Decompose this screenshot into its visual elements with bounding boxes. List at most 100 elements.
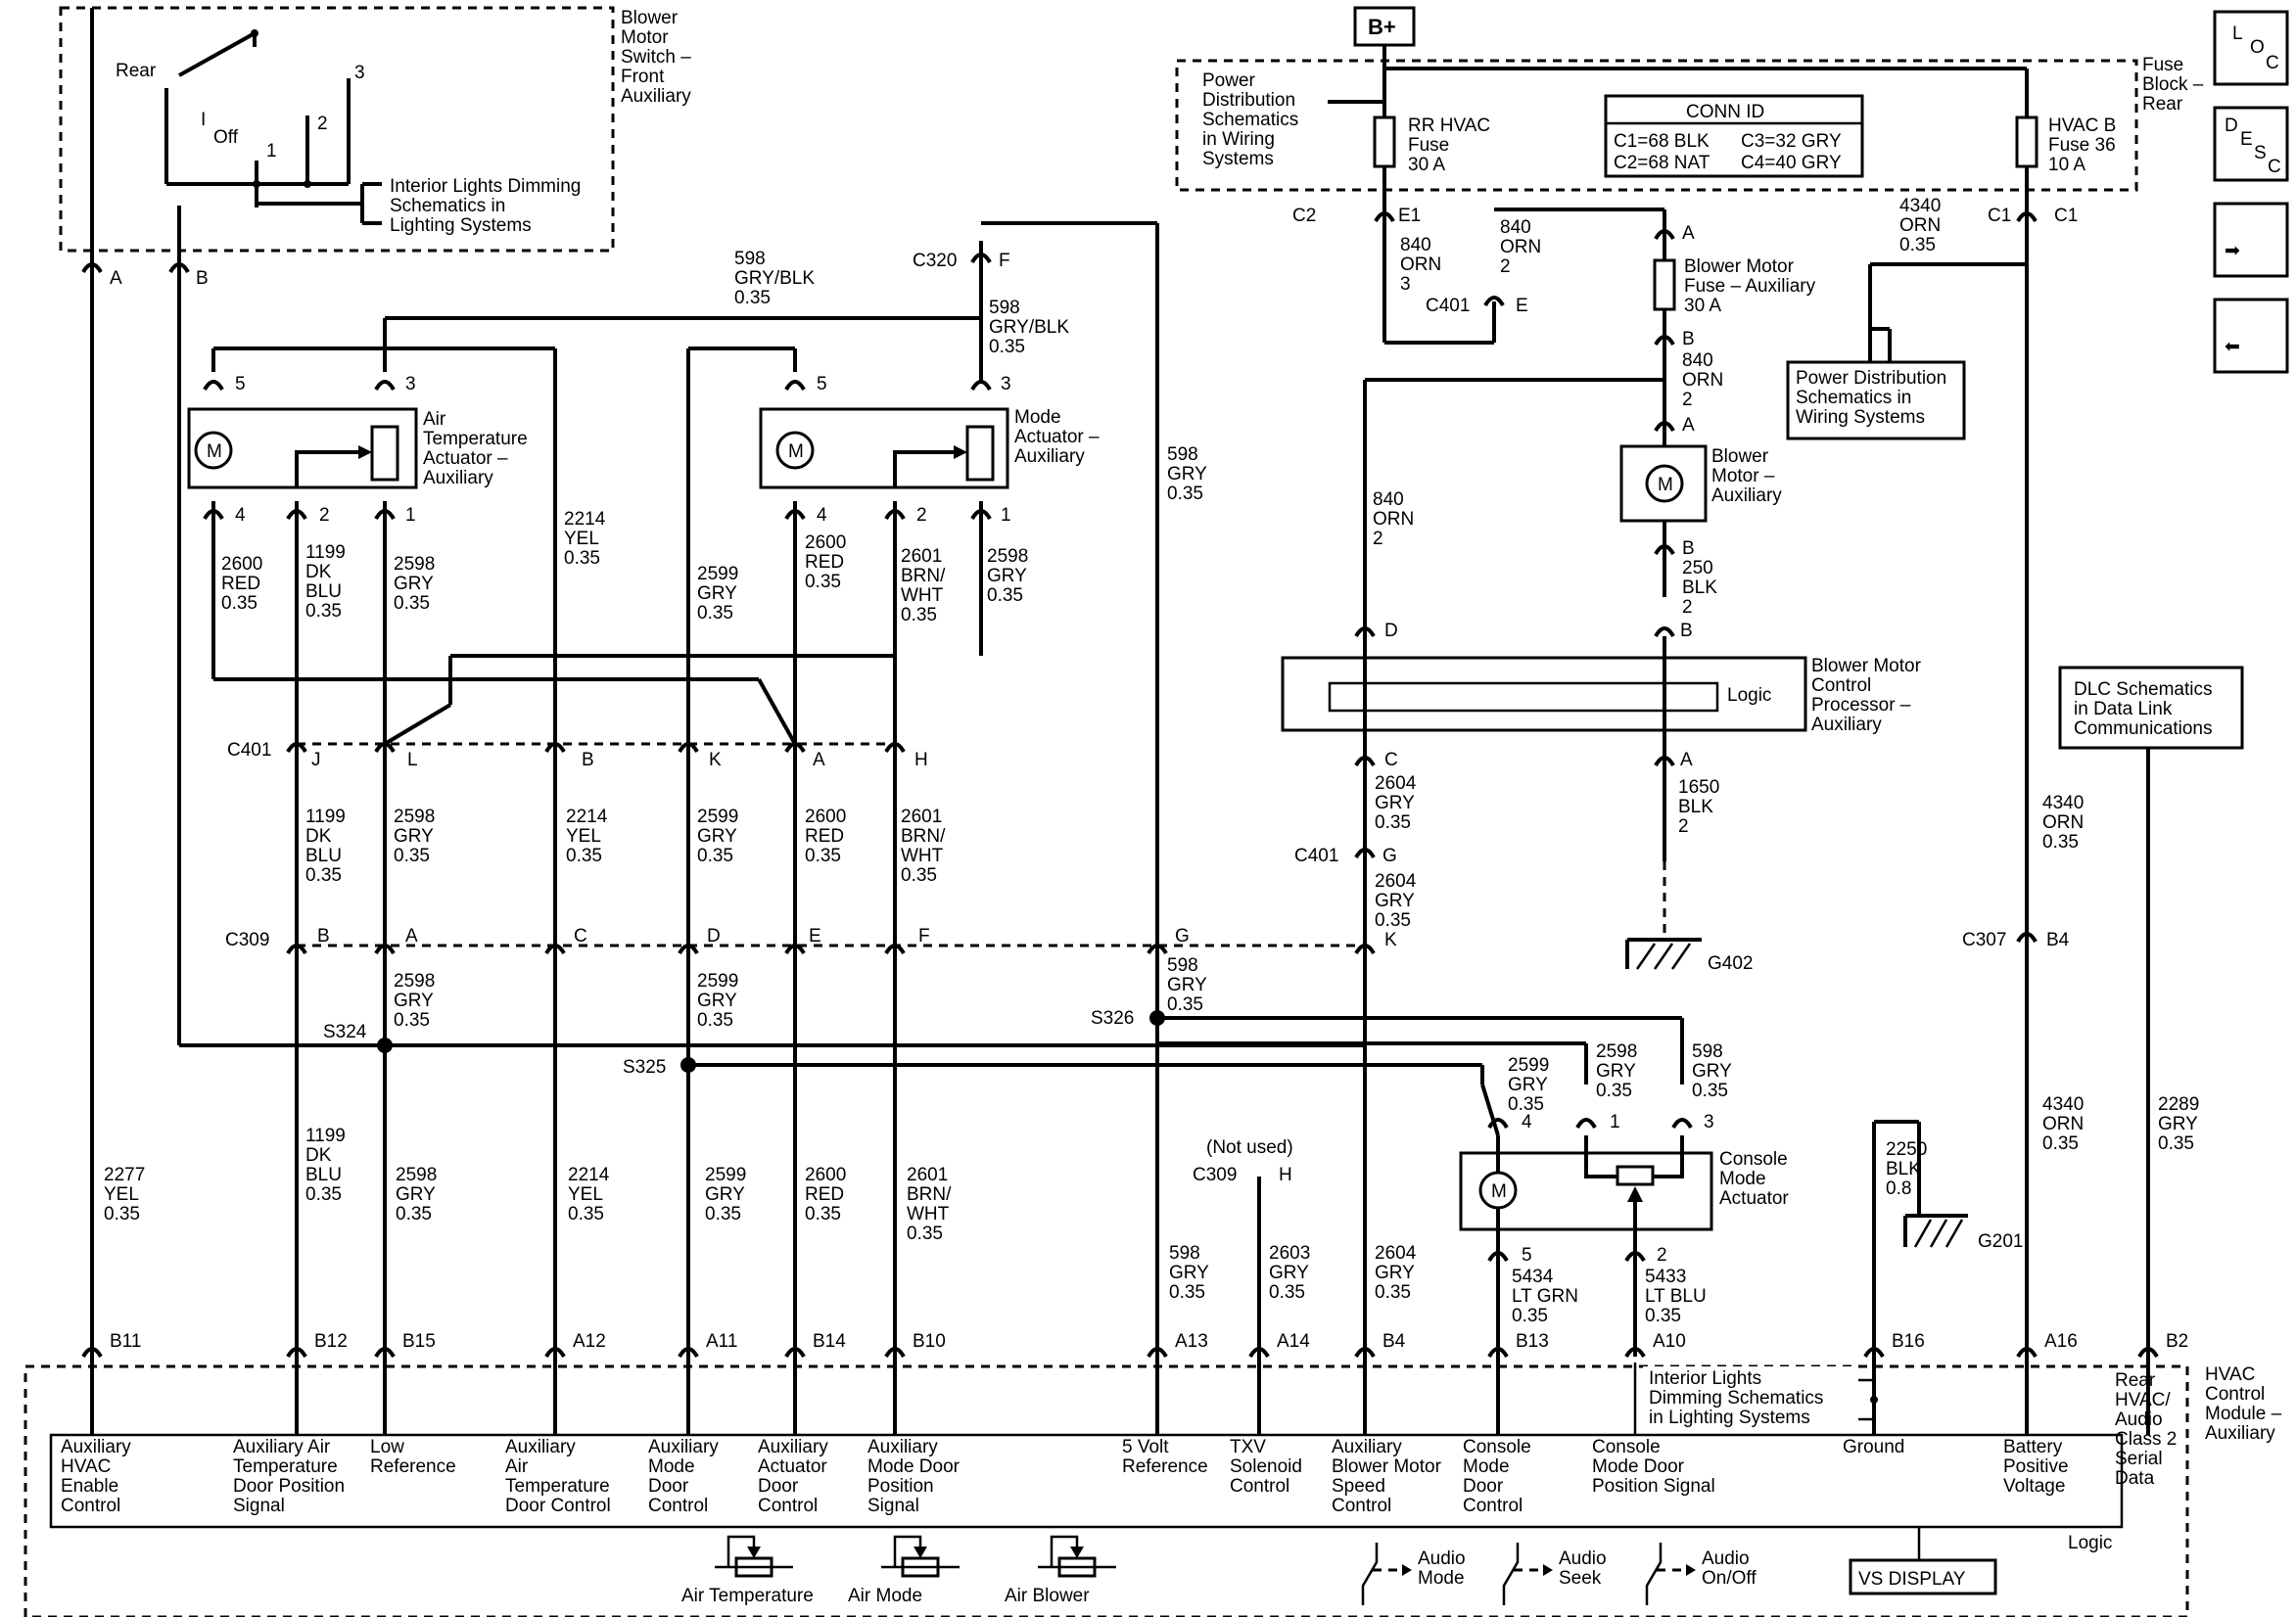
console-mode-actuator [1459,1135,1713,1263]
wire-label-line: 0.35 [697,1010,733,1031]
wire-label-line: 2604 [1375,1243,1417,1264]
module-function-line: Control [61,1496,120,1516]
hvac-module-label: HVAC Control Module – Auxiliary [2205,1364,2282,1444]
pin-terminal [970,253,992,264]
module-switch-label: Audio [1418,1548,1466,1569]
wire-label-line: GRY [1375,891,1415,911]
battery-label: B+ [1368,15,1396,39]
air-temp-motor-m: M [207,441,222,462]
svg-text:Blower: Blower [1711,446,1769,467]
wire-label-line: 4340 [1899,196,1941,216]
module-function-line: Ground [1843,1437,1904,1457]
svg-text:G: G [1382,846,1397,866]
module-function-line: Auxiliary [758,1437,828,1457]
conn-id-c4: C4=40 GRY [1741,153,1842,173]
svg-text:Auxiliary: Auxiliary [2205,1423,2275,1444]
wire-label-line: 0.35 [566,846,602,866]
pin-terminal [168,262,190,274]
svg-text:G402: G402 [1708,953,1753,974]
rr-hvac-fuse [1373,116,1396,168]
next-button[interactable]: ➡ [2213,202,2289,278]
wire-label-line: BLK [1678,797,1713,817]
conn-id-title: CONN ID [1686,102,1764,122]
switch-pin-3: 3 [354,63,365,83]
pin-terminal [678,944,699,955]
wire-label-line: 2214 [568,1165,610,1185]
svg-text:Fuse: Fuse [2142,55,2183,75]
svg-text:Auxiliary: Auxiliary [1811,715,1882,735]
fuse-block-enclosure [1175,59,2138,192]
wire-label-line: 2598 [394,554,435,575]
module-pin-label: B4 [1382,1331,1406,1352]
svg-text:Module –: Module – [2205,1404,2282,1424]
desc-button[interactable]: D E S C [2213,106,2289,182]
module-pin-label: A13 [1175,1331,1208,1352]
wire-label-line: 0.35 [987,585,1023,606]
wire-label-line: 1199 [305,1126,346,1146]
module-function-line: Positive [2003,1456,2069,1477]
wire-label-line: 1199 [305,542,346,563]
wire-label-line: GRY [1596,1061,1636,1082]
svg-text:Auxiliary: Auxiliary [1711,485,1782,506]
module-pin-terminal [1248,1347,1270,1359]
svg-text:HVAC: HVAC [2205,1364,2255,1385]
pin-terminal [2016,211,2038,223]
pin-label: B [317,926,330,947]
module-function-line: TXV [1230,1437,1266,1457]
wire-label-line: 0.35 [568,1204,604,1224]
module-function-line: Auxiliary [505,1437,576,1457]
svg-text:E: E [1516,296,1528,316]
module-function-line: Temperature [233,1456,338,1477]
mode-actuator-label: Mode Actuator – Auxiliary [1014,407,1100,467]
pin-label: 5 [817,374,827,394]
pin-terminal [1654,626,1675,638]
module-pin-terminal [1624,1347,1646,1359]
wire-label-line: 5433 [1645,1267,1686,1287]
wire-label-line: RED [805,826,844,847]
pin-label: J [311,750,321,770]
pin-label: 3 [1704,1112,1714,1132]
svg-text:S325: S325 [623,1057,666,1078]
wire-label-line: 2599 [705,1165,746,1185]
pin-terminal [1354,848,1376,859]
pin-terminal [784,509,806,521]
pin-terminal [1624,1251,1646,1263]
wire-label-line: GRY/BLK [989,317,1069,338]
module-pin-label: A16 [2044,1331,2078,1352]
svg-text:B: B [196,268,209,289]
switch-off-label: Off [213,127,239,148]
wire-label-line: YEL [564,529,599,549]
module-sensor-label: Air Temperature [681,1586,814,1606]
wire-label-line: GRY [1167,975,1207,995]
prev-button[interactable]: ⬅ [2213,298,2289,374]
loc-button[interactable]: L O C [2213,10,2289,86]
svg-text:Front: Front [621,67,665,87]
module-switch-label: Audio [1559,1548,1607,1569]
module-function-line: Console [1592,1437,1661,1457]
module-switch-label: Audio [1702,1548,1750,1569]
svg-text:C1: C1 [2054,206,2078,226]
pin-terminal [374,742,396,754]
svg-text:D: D [2225,116,2238,136]
wire-label-line: 1650 [1678,777,1719,798]
power-distribution-label: Power Distribution Schematics in Wiring … [1202,70,1298,169]
svg-text:C401: C401 [1294,846,1338,866]
wire-label-line: 2601 [901,807,942,827]
wire-label-line: 0.35 [1512,1306,1548,1326]
module-function-line: Reference [1122,1456,1208,1477]
rr-fuse-label: RR HVAC Fuse 30 A [1408,116,1490,175]
